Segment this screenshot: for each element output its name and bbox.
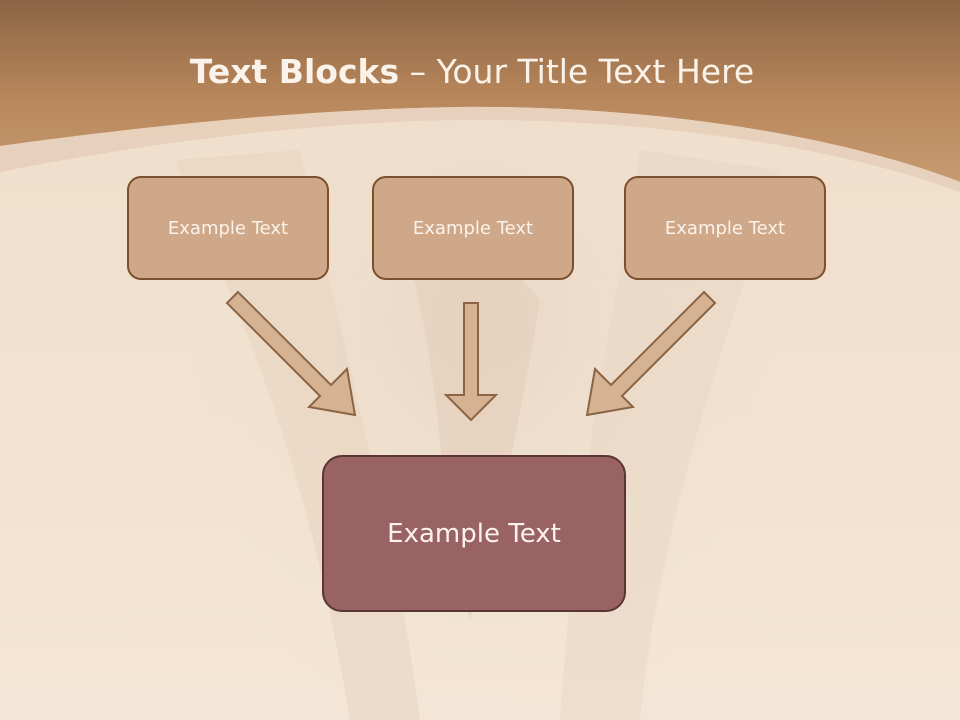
text-block-2-label: Example Text	[412, 217, 534, 239]
text-block-2: Example Text	[372, 176, 574, 280]
main-text-block: Example Text	[322, 455, 626, 612]
header-band	[0, 0, 960, 182]
text-block-3-label: Example Text	[664, 217, 786, 239]
text-block-1-label: Example Text	[167, 217, 289, 239]
main-text-block-label: Example Text	[387, 518, 561, 549]
text-block-1: Example Text	[127, 176, 329, 280]
title-dash: –	[399, 52, 437, 91]
title-rest: Your Title Text Here	[436, 52, 755, 91]
header-swoosh	[0, 106, 960, 192]
text-block-3: Example Text	[624, 176, 826, 280]
page-title: Text Blocks – Your Title Text Here	[0, 52, 944, 91]
title-bold: Text Blocks	[189, 52, 400, 91]
